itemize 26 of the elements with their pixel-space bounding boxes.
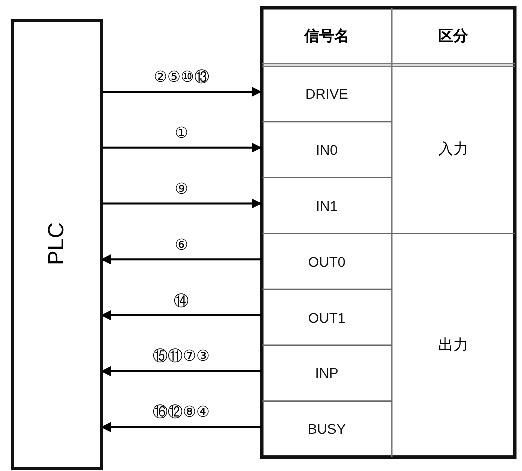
- edge-label: ①: [174, 126, 190, 141]
- arrow: [101, 86, 262, 97]
- category-label: 出力: [438, 336, 468, 355]
- signal-cell: IN1: [262, 178, 392, 234]
- column-header: 信号名: [304, 26, 350, 46]
- edge-label: ⑭: [173, 294, 190, 309]
- category-label: 入力: [438, 140, 468, 160]
- plc-box: PLC: [10, 18, 102, 470]
- arrow: [101, 366, 262, 376]
- signal-cell: OUT0: [262, 234, 392, 290]
- arrow: [101, 310, 262, 321]
- arrow: [101, 422, 262, 432]
- edge-label: ②⑤⑩⑬: [153, 70, 210, 85]
- arrow: [101, 142, 262, 153]
- arrow: [101, 198, 262, 209]
- edge-label: ⑯⑫⑧④: [152, 405, 211, 420]
- arrow: [101, 254, 262, 265]
- column-header: 区分: [438, 26, 468, 46]
- edge-label: ⑮⑪⑦③: [152, 349, 211, 364]
- edge-label: ⑨: [174, 182, 190, 197]
- signal-cell: DRIVE: [262, 66, 392, 122]
- signal-cell: INP: [262, 346, 392, 402]
- signal-cell: BUSY: [262, 401, 392, 458]
- signal-cell: IN0: [262, 122, 392, 178]
- signal-cell: OUT1: [262, 290, 392, 346]
- edge-label: ⑥: [174, 238, 190, 253]
